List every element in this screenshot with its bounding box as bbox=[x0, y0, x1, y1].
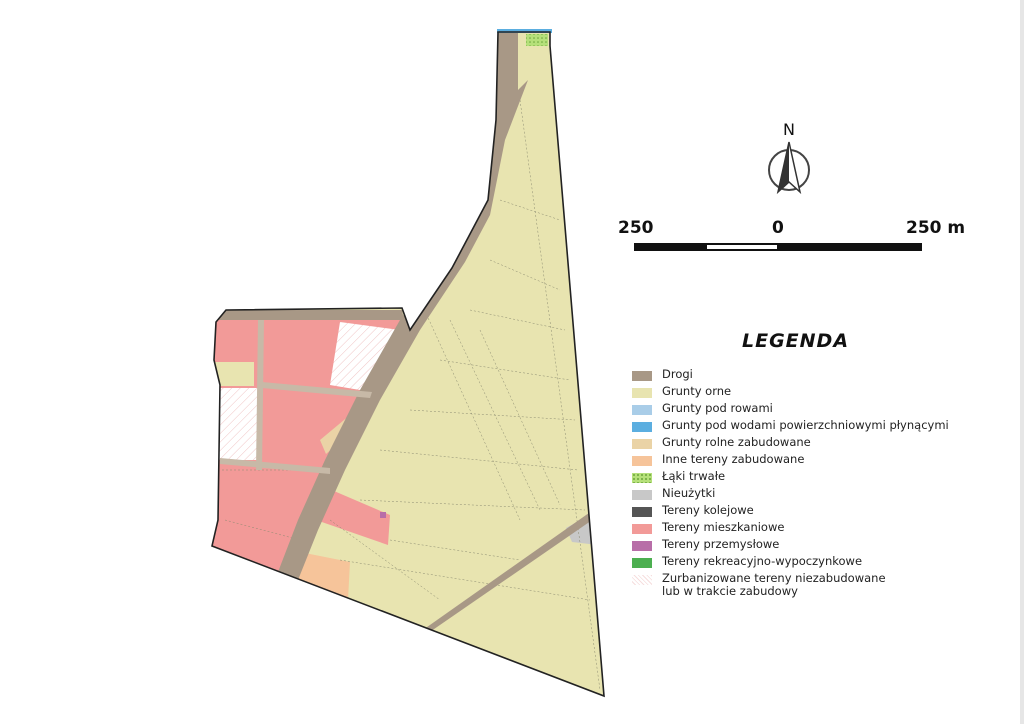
other-built-up-area bbox=[296, 552, 350, 600]
urbanized-undeveloped-zone bbox=[330, 322, 400, 392]
legend-item: Grunty pod wodami powierzchniowymi płyną… bbox=[632, 419, 972, 436]
legend-swatch bbox=[632, 388, 652, 398]
meadow-patch bbox=[526, 34, 548, 46]
north-label: N bbox=[783, 120, 795, 139]
legend-title: LEGENDA bbox=[742, 330, 850, 352]
legend-swatch bbox=[632, 439, 652, 449]
legend-swatch bbox=[632, 575, 652, 585]
cross-road-2 bbox=[220, 458, 330, 474]
legend-label-line: lub w trakcie zabudowy bbox=[662, 584, 798, 598]
legend-label: Tereny kolejowe bbox=[662, 503, 754, 517]
legend-item: Drogi bbox=[632, 368, 972, 385]
legend-label: Tereny przemysłowe bbox=[662, 537, 780, 551]
page-edge bbox=[1020, 0, 1024, 724]
ditch-strip bbox=[497, 29, 552, 33]
residential-zone-east bbox=[316, 485, 390, 545]
cross-road-3 bbox=[262, 382, 372, 398]
legend-item: Grunty rolne zabudowane bbox=[632, 436, 972, 453]
scale-bar-white-segment bbox=[707, 245, 777, 249]
legend-label: Nieużytki bbox=[662, 486, 716, 500]
scale-label-right: 250 m bbox=[906, 218, 966, 238]
legend-item: Grunty pod rowami bbox=[632, 402, 972, 419]
legend-label: Grunty pod rowami bbox=[662, 401, 773, 415]
legend-label: Łąki trwałe bbox=[662, 469, 726, 483]
study-area bbox=[211, 29, 605, 698]
industrial-parcel bbox=[380, 512, 386, 518]
legend-swatch bbox=[632, 524, 652, 534]
legend-item: Tereny mieszkaniowe bbox=[632, 521, 972, 538]
legend-label: Grunty pod wodami powierzchniowymi płyną… bbox=[662, 418, 949, 432]
cross-road-1 bbox=[256, 320, 264, 470]
legend-swatch bbox=[632, 507, 652, 517]
scale-label-center: 0 bbox=[772, 218, 784, 238]
legend-label: Drogi bbox=[662, 367, 693, 381]
scale-bar-graphic bbox=[634, 243, 922, 251]
legend-item: Tereny kolejowe bbox=[632, 504, 972, 521]
main-road bbox=[278, 32, 528, 580]
legend-label: Tereny mieszkaniowe bbox=[662, 520, 785, 534]
legend-label: Grunty rolne zabudowane bbox=[662, 435, 811, 449]
legend-swatch bbox=[632, 371, 652, 381]
legend-swatch bbox=[632, 541, 652, 551]
west-road bbox=[214, 310, 404, 320]
north-arrow-icon bbox=[768, 141, 810, 195]
study-area-outline bbox=[211, 31, 605, 698]
legend-item: Łąki trwałe bbox=[632, 470, 972, 487]
legend-swatch bbox=[632, 422, 652, 432]
legend-label: Tereny rekreacyjno-wypoczynkowe bbox=[662, 554, 863, 568]
legend-label-line: Zurbanizowane tereny niezabudowane bbox=[662, 571, 886, 585]
legend-swatch bbox=[632, 405, 652, 415]
built-up-agricultural-strip bbox=[214, 362, 254, 386]
urbanized-undeveloped-zone-west bbox=[214, 388, 260, 460]
legend-label: Grunty orne bbox=[662, 384, 732, 398]
legend-label: Inne tereny zabudowane bbox=[662, 452, 805, 466]
scale-bar: 250 0 250 m bbox=[610, 218, 970, 258]
legend-item: Inne tereny zabudowane bbox=[632, 453, 972, 470]
legend-item: Tereny przemysłowe bbox=[632, 538, 972, 555]
legend-item: Grunty orne bbox=[632, 385, 972, 402]
legend-swatch bbox=[632, 473, 652, 483]
north-arrow: N bbox=[760, 120, 820, 200]
east-diagonal-road bbox=[420, 508, 598, 636]
legend-swatch bbox=[632, 456, 652, 466]
scale-label-left: 250 bbox=[618, 218, 654, 238]
legend-item: Nieużytki bbox=[632, 487, 972, 504]
legend-swatch bbox=[632, 490, 652, 500]
legend-swatch bbox=[632, 558, 652, 568]
legend-item: Tereny rekreacyjno-wypoczynkowe bbox=[632, 555, 972, 572]
